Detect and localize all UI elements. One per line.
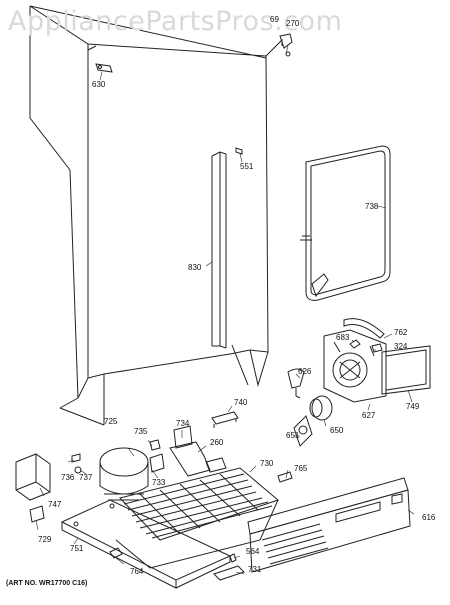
base-pan-751: [60, 499, 232, 589]
watermark: AppliancePartsPros.com: [8, 6, 343, 37]
label-740: 740: [234, 398, 248, 407]
label-762: 762: [394, 328, 408, 337]
cabinet-outline: [29, 5, 283, 426]
mullion-830: [211, 151, 227, 349]
label-630: 630: [92, 80, 106, 89]
label-830: 830: [188, 263, 202, 272]
label-551: 551: [240, 162, 254, 171]
label-733: 733: [152, 478, 166, 487]
label-737: 737: [79, 473, 93, 482]
label-725: 725: [104, 417, 118, 426]
fan-blade-651: [293, 415, 313, 447]
label-651: 651: [286, 431, 300, 440]
label-736: 736: [61, 473, 75, 482]
relay-parts: [149, 425, 193, 473]
grille-616: [247, 477, 411, 573]
part-729: [29, 505, 45, 523]
gasket-738: [300, 145, 391, 301]
label-734: 734: [176, 419, 190, 428]
part-260: [169, 441, 227, 477]
label-735: 735: [134, 427, 148, 436]
label-729: 729: [38, 535, 52, 544]
cover-749: [381, 345, 431, 395]
label-749: 749: [406, 402, 420, 411]
part-747: [15, 453, 51, 501]
fan-motor-650: [309, 395, 333, 421]
label-69: 69: [270, 15, 279, 24]
label-751: 751: [70, 544, 84, 553]
part-324: [371, 343, 383, 353]
label-616: 616: [422, 513, 436, 522]
part-740: [211, 411, 239, 428]
screw-551: [235, 147, 243, 155]
art-number: (ART NO. WR17700 C16): [6, 580, 88, 587]
label-650: 650: [330, 426, 344, 435]
compressor-725: [99, 447, 149, 501]
label-260: 260: [210, 438, 224, 447]
parts-564-731-764: [109, 547, 245, 581]
label-564: 564: [246, 547, 260, 556]
label-683: 683: [336, 333, 350, 342]
label-730: 730: [260, 459, 274, 468]
label-270: 270: [286, 19, 300, 28]
label-731: 731: [248, 565, 262, 574]
part-626: [287, 368, 305, 399]
label-738: 738: [365, 202, 379, 211]
part-683: [349, 339, 361, 349]
fan-bracket-627: [323, 329, 387, 403]
label-747: 747: [48, 500, 62, 509]
label-764: 764: [130, 567, 144, 576]
label-626: 626: [298, 367, 312, 376]
part-762: [343, 318, 385, 339]
label-765: 765: [294, 464, 308, 473]
condenser-730: [115, 467, 280, 569]
label-324: 324: [394, 342, 408, 351]
label-627: 627: [362, 411, 376, 420]
part-765: [277, 471, 293, 483]
bracket-630: [95, 63, 113, 73]
parts-736-737: [71, 453, 82, 474]
